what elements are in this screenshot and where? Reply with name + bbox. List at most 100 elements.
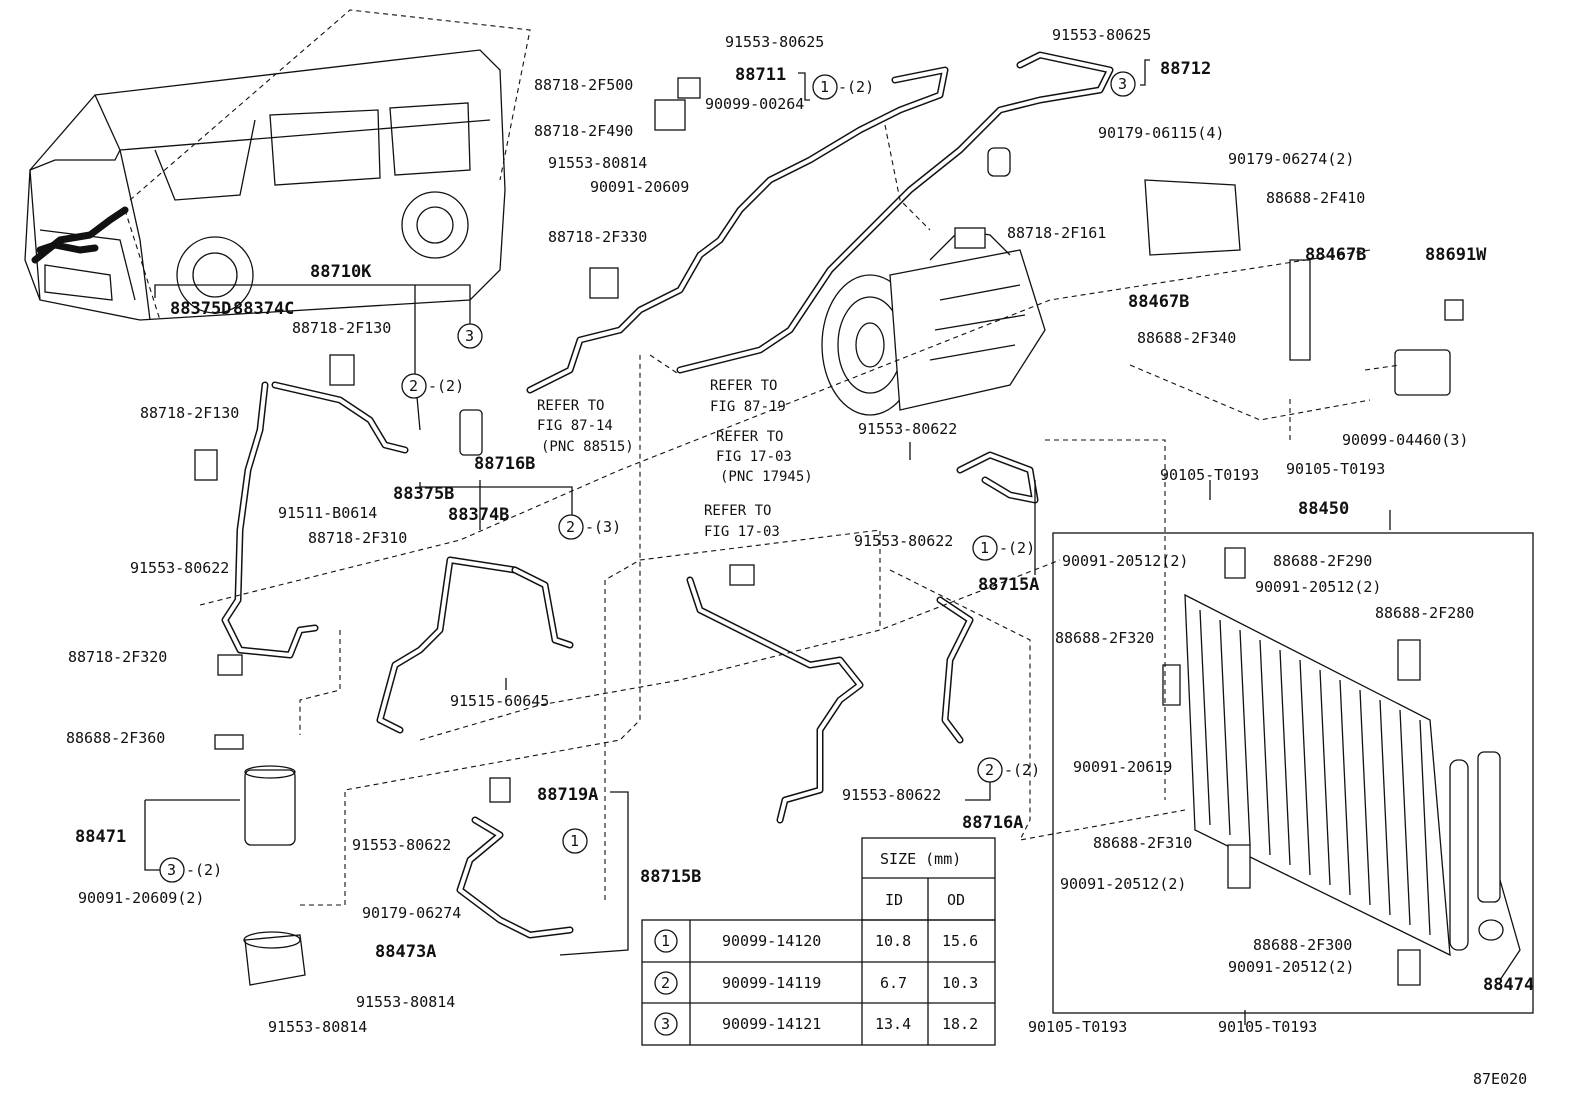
label-88688-2F290: 88688-2F290 [1273, 552, 1372, 570]
marker-1-88715A [972, 535, 998, 561]
label-88688-2F410: 88688-2F410 [1266, 189, 1365, 207]
label-88467B-b: 88467B [1128, 292, 1189, 312]
label-91553-80814-a: 91553-80814 [356, 993, 455, 1011]
label-88710K: 88710K [310, 262, 372, 282]
label-91553-80814-c: 91553-80814 [548, 154, 647, 172]
label-88691W: 88691W [1425, 245, 1487, 265]
refer-17-03-b-line2: FIG 17-03 [704, 524, 780, 540]
marker-1-88711-qty: -(2) [838, 78, 874, 96]
label-91553-80622-c: 91553-80622 [858, 420, 957, 438]
label-90091-20619: 90091-20619 [1073, 758, 1172, 776]
dashed-guides [199, 124, 1401, 906]
label-88718-2F161: 88718-2F161 [1007, 224, 1106, 242]
refer-87-19-line2: FIG 87-19 [710, 399, 786, 415]
marker-2-88710K-text: 2 [409, 377, 418, 395]
marker-2-88716A [977, 757, 1003, 783]
label-88718-2F130-b: 88718-2F130 [140, 404, 239, 422]
label-88718-2F490: 88718-2F490 [534, 122, 633, 140]
size-table: SIZE (mm) ID OD 1 90099-14120 10.8 15.6 … [641, 837, 996, 1046]
size-table-col-id: ID [885, 891, 903, 909]
size-row-1-key: 1 [661, 932, 670, 950]
label-90105-T0193-b: 90105-T0193 [1286, 460, 1385, 478]
label-88474: 88474 [1483, 975, 1534, 995]
size-row-3-od: 18.2 [942, 1015, 978, 1033]
marker-2-88716B-qty: -(3) [585, 518, 621, 536]
size-row-2-marker [654, 971, 678, 995]
label-88718-2F130-a: 88718-2F130 [292, 319, 391, 337]
label-88688-2F320: 88688-2F320 [1055, 629, 1154, 647]
van-illustration [24, 9, 531, 321]
label-88718-2F330: 88718-2F330 [548, 228, 647, 246]
label-88467B-a: 88467B [1305, 245, 1366, 265]
marker-1-88715A-qty: -(2) [999, 539, 1035, 557]
label-91515-60645: 91515-60645 [450, 692, 549, 710]
label-88471: 88471 [75, 827, 126, 847]
label-90091-20512-d: 90091-20512(2) [1228, 958, 1354, 976]
marker-1-88715B-text: 1 [570, 832, 579, 850]
condenser-fins [1199, 609, 1431, 936]
part-labels: 88710K 88375D 88374C 88718-2F130 88718-2… [66, 26, 1534, 1088]
label-88716B: 88716B [474, 454, 535, 474]
label-90179-06274: 90179-06274 [362, 904, 461, 922]
label-90099-00264: 90099-00264 [705, 95, 804, 113]
label-88473A: 88473A [375, 942, 436, 962]
marker-2-88716B [558, 514, 584, 540]
label-90091-20512-c: 90091-20512(2) [1060, 875, 1186, 893]
refer-17-03-a-line2: FIG 17-03 [716, 449, 792, 465]
label-88688-2F280: 88688-2F280 [1375, 604, 1474, 622]
size-table-col-od: OD [947, 891, 965, 909]
label-90091-20609: 90091-20609 [590, 178, 689, 196]
refer-17-03-a-line1: REFER TO [716, 429, 783, 445]
label-88688-2F340: 88688-2F340 [1137, 329, 1236, 347]
size-row-1-od: 15.6 [942, 932, 978, 950]
refer-87-14-line2: FIG 87-14 [537, 418, 613, 434]
marker-2-88716A-qty: -(2) [1004, 761, 1040, 779]
label-91553-80622-b: 91553-80622 [352, 836, 451, 854]
marker-3-88712 [1110, 71, 1136, 97]
label-88688-2F310: 88688-2F310 [1093, 834, 1192, 852]
ac-compressor [821, 227, 1046, 416]
label-88712: 88712 [1160, 59, 1211, 79]
size-row-2-id: 6.7 [880, 974, 907, 992]
label-88715B: 88715B [640, 867, 701, 887]
marker-1-88711-text: 1 [820, 78, 829, 96]
label-91553-80625-b: 91553-80625 [1052, 26, 1151, 44]
refer-87-14-line3: (PNC 88515) [541, 439, 634, 455]
small-parts [194, 77, 1464, 986]
marker-3-88710K-text: 3 [465, 327, 474, 345]
label-88718-2F310: 88718-2F310 [308, 529, 407, 547]
label-88718-2F320: 88718-2F320 [68, 648, 167, 666]
label-88688-2F360: 88688-2F360 [66, 729, 165, 747]
label-90105-T0193-a: 90105-T0193 [1160, 466, 1259, 484]
label-90091-20609-2: 90091-20609(2) [78, 889, 204, 907]
marker-1-88715A-text: 1 [980, 539, 989, 557]
label-88719A: 88719A [537, 785, 598, 805]
size-row-3-key: 3 [661, 1015, 670, 1033]
label-88688-2F300: 88688-2F300 [1253, 936, 1352, 954]
label-91553-80622-a: 91553-80622 [130, 559, 229, 577]
label-91553-80622-d: 91553-80622 [854, 532, 953, 550]
label-88711: 88711 [735, 65, 786, 85]
label-88718-2F500: 88718-2F500 [534, 76, 633, 94]
label-88374B: 88374B [448, 505, 509, 525]
label-91553-80625-a: 91553-80625 [725, 33, 824, 51]
label-88450: 88450 [1298, 499, 1349, 519]
refer-17-03-b-line1: REFER TO [704, 503, 771, 519]
marker-1-88711 [812, 74, 838, 100]
marker-3-88710K [457, 323, 483, 349]
label-90091-20512-a: 90091-20512(2) [1062, 552, 1188, 570]
circle-markers: 1 -(2) 3 3 2 -(2) 2 -(3) 1 -(2) 1 2 -(2)… [159, 71, 1136, 883]
label-88716A: 88716A [962, 813, 1023, 833]
size-row-1-marker [654, 929, 678, 953]
marker-2-88716A-text: 2 [985, 761, 994, 779]
marker-2-88716B-text: 2 [566, 518, 575, 536]
label-90099-04460-3: 90099-04460(3) [1342, 431, 1468, 449]
refer-87-19-line1: REFER TO [710, 378, 777, 394]
size-row-3-marker [654, 1012, 678, 1036]
marker-3-88712-text: 3 [1118, 75, 1127, 93]
label-91553-80814-b: 91553-80814 [268, 1018, 367, 1036]
label-90105-T0193-c: 90105-T0193 [1028, 1018, 1127, 1036]
condenser-group [1052, 532, 1534, 1014]
size-row-2-part: 90099-14119 [722, 974, 821, 992]
size-row-3-part: 90099-14121 [722, 1015, 821, 1033]
